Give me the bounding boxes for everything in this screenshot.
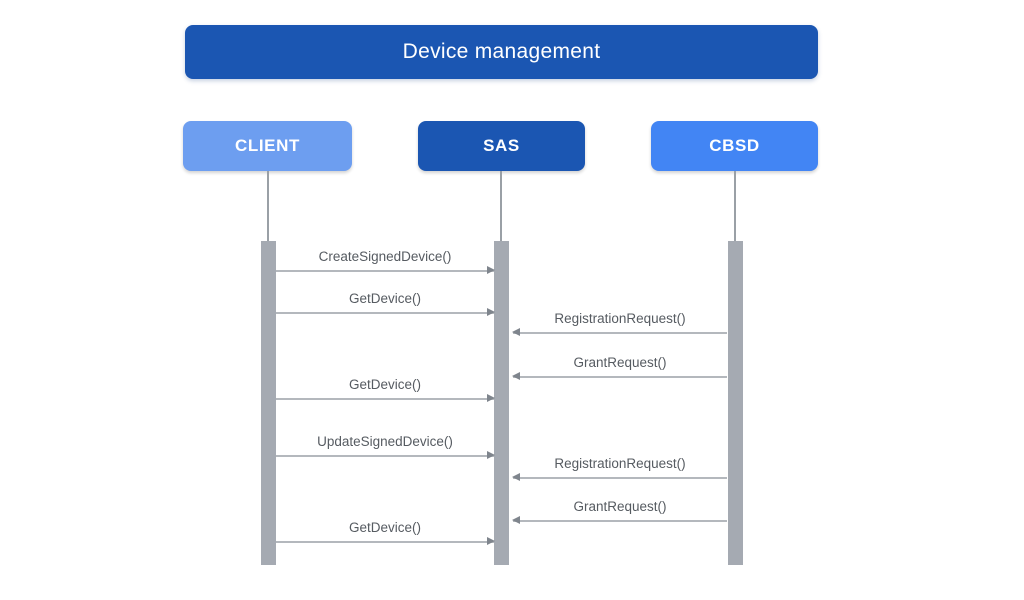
- message-create-signed-device: CreateSignedDevice(): [276, 249, 495, 274]
- message-label: GetDevice(): [348, 520, 421, 535]
- lifeline-sas: [500, 171, 502, 241]
- activation-bar-client: [261, 241, 276, 565]
- arrowhead-left-icon: [512, 473, 520, 481]
- message-label: GrantRequest(): [573, 355, 667, 370]
- arrowhead-left-icon: [512, 328, 520, 336]
- message-arrow: [276, 266, 495, 274]
- actor-label-client: CLIENT: [235, 136, 300, 155]
- diagram-title-banner: Device management: [185, 25, 818, 79]
- actor-label-cbsd: CBSD: [709, 136, 760, 155]
- message-arrow: [276, 451, 495, 459]
- message-get-device-1: GetDevice(): [276, 291, 495, 316]
- arrowhead-right-icon: [487, 266, 495, 274]
- message-arrow: [512, 473, 727, 481]
- arrowhead-left-icon: [512, 372, 520, 380]
- message-label: GetDevice(): [348, 291, 421, 306]
- message-label: RegistrationRequest(): [554, 311, 686, 326]
- activation-bar-sas: [494, 241, 509, 565]
- arrowhead-right-icon: [487, 451, 495, 459]
- message-label: RegistrationRequest(): [554, 456, 686, 471]
- message-arrow: [512, 516, 727, 524]
- message-get-device-3: GetDevice(): [276, 520, 495, 545]
- message-grant-request-2: GrantRequest(): [512, 499, 727, 524]
- message-get-device-2: GetDevice(): [276, 377, 495, 402]
- message-registration-request-2: RegistrationRequest(): [512, 456, 727, 481]
- message-registration-request-1: RegistrationRequest(): [512, 311, 727, 336]
- message-grant-request-1: GrantRequest(): [512, 355, 727, 380]
- actor-box-cbsd: CBSD: [651, 121, 818, 171]
- arrowhead-right-icon: [487, 537, 495, 545]
- arrowhead-right-icon: [487, 394, 495, 402]
- message-label: GetDevice(): [348, 377, 421, 392]
- message-label: UpdateSignedDevice(): [317, 434, 453, 449]
- message-label: GrantRequest(): [573, 499, 667, 514]
- diagram-title: Device management: [402, 40, 601, 63]
- message-arrow: [276, 394, 495, 402]
- message-arrow: [276, 537, 495, 545]
- actor-label-sas: SAS: [483, 136, 520, 155]
- arrowhead-left-icon: [512, 516, 520, 524]
- lifeline-cbsd: [734, 171, 736, 241]
- lifeline-client: [267, 171, 269, 241]
- actor-box-sas: SAS: [418, 121, 585, 171]
- message-arrow: [276, 308, 495, 316]
- activation-bar-cbsd: [728, 241, 743, 565]
- actor-box-client: CLIENT: [183, 121, 352, 171]
- message-arrow: [512, 372, 727, 380]
- arrowhead-right-icon: [487, 308, 495, 316]
- message-label: CreateSignedDevice(): [318, 249, 452, 264]
- message-update-signed-device: UpdateSignedDevice(): [276, 434, 495, 459]
- message-arrow: [512, 328, 727, 336]
